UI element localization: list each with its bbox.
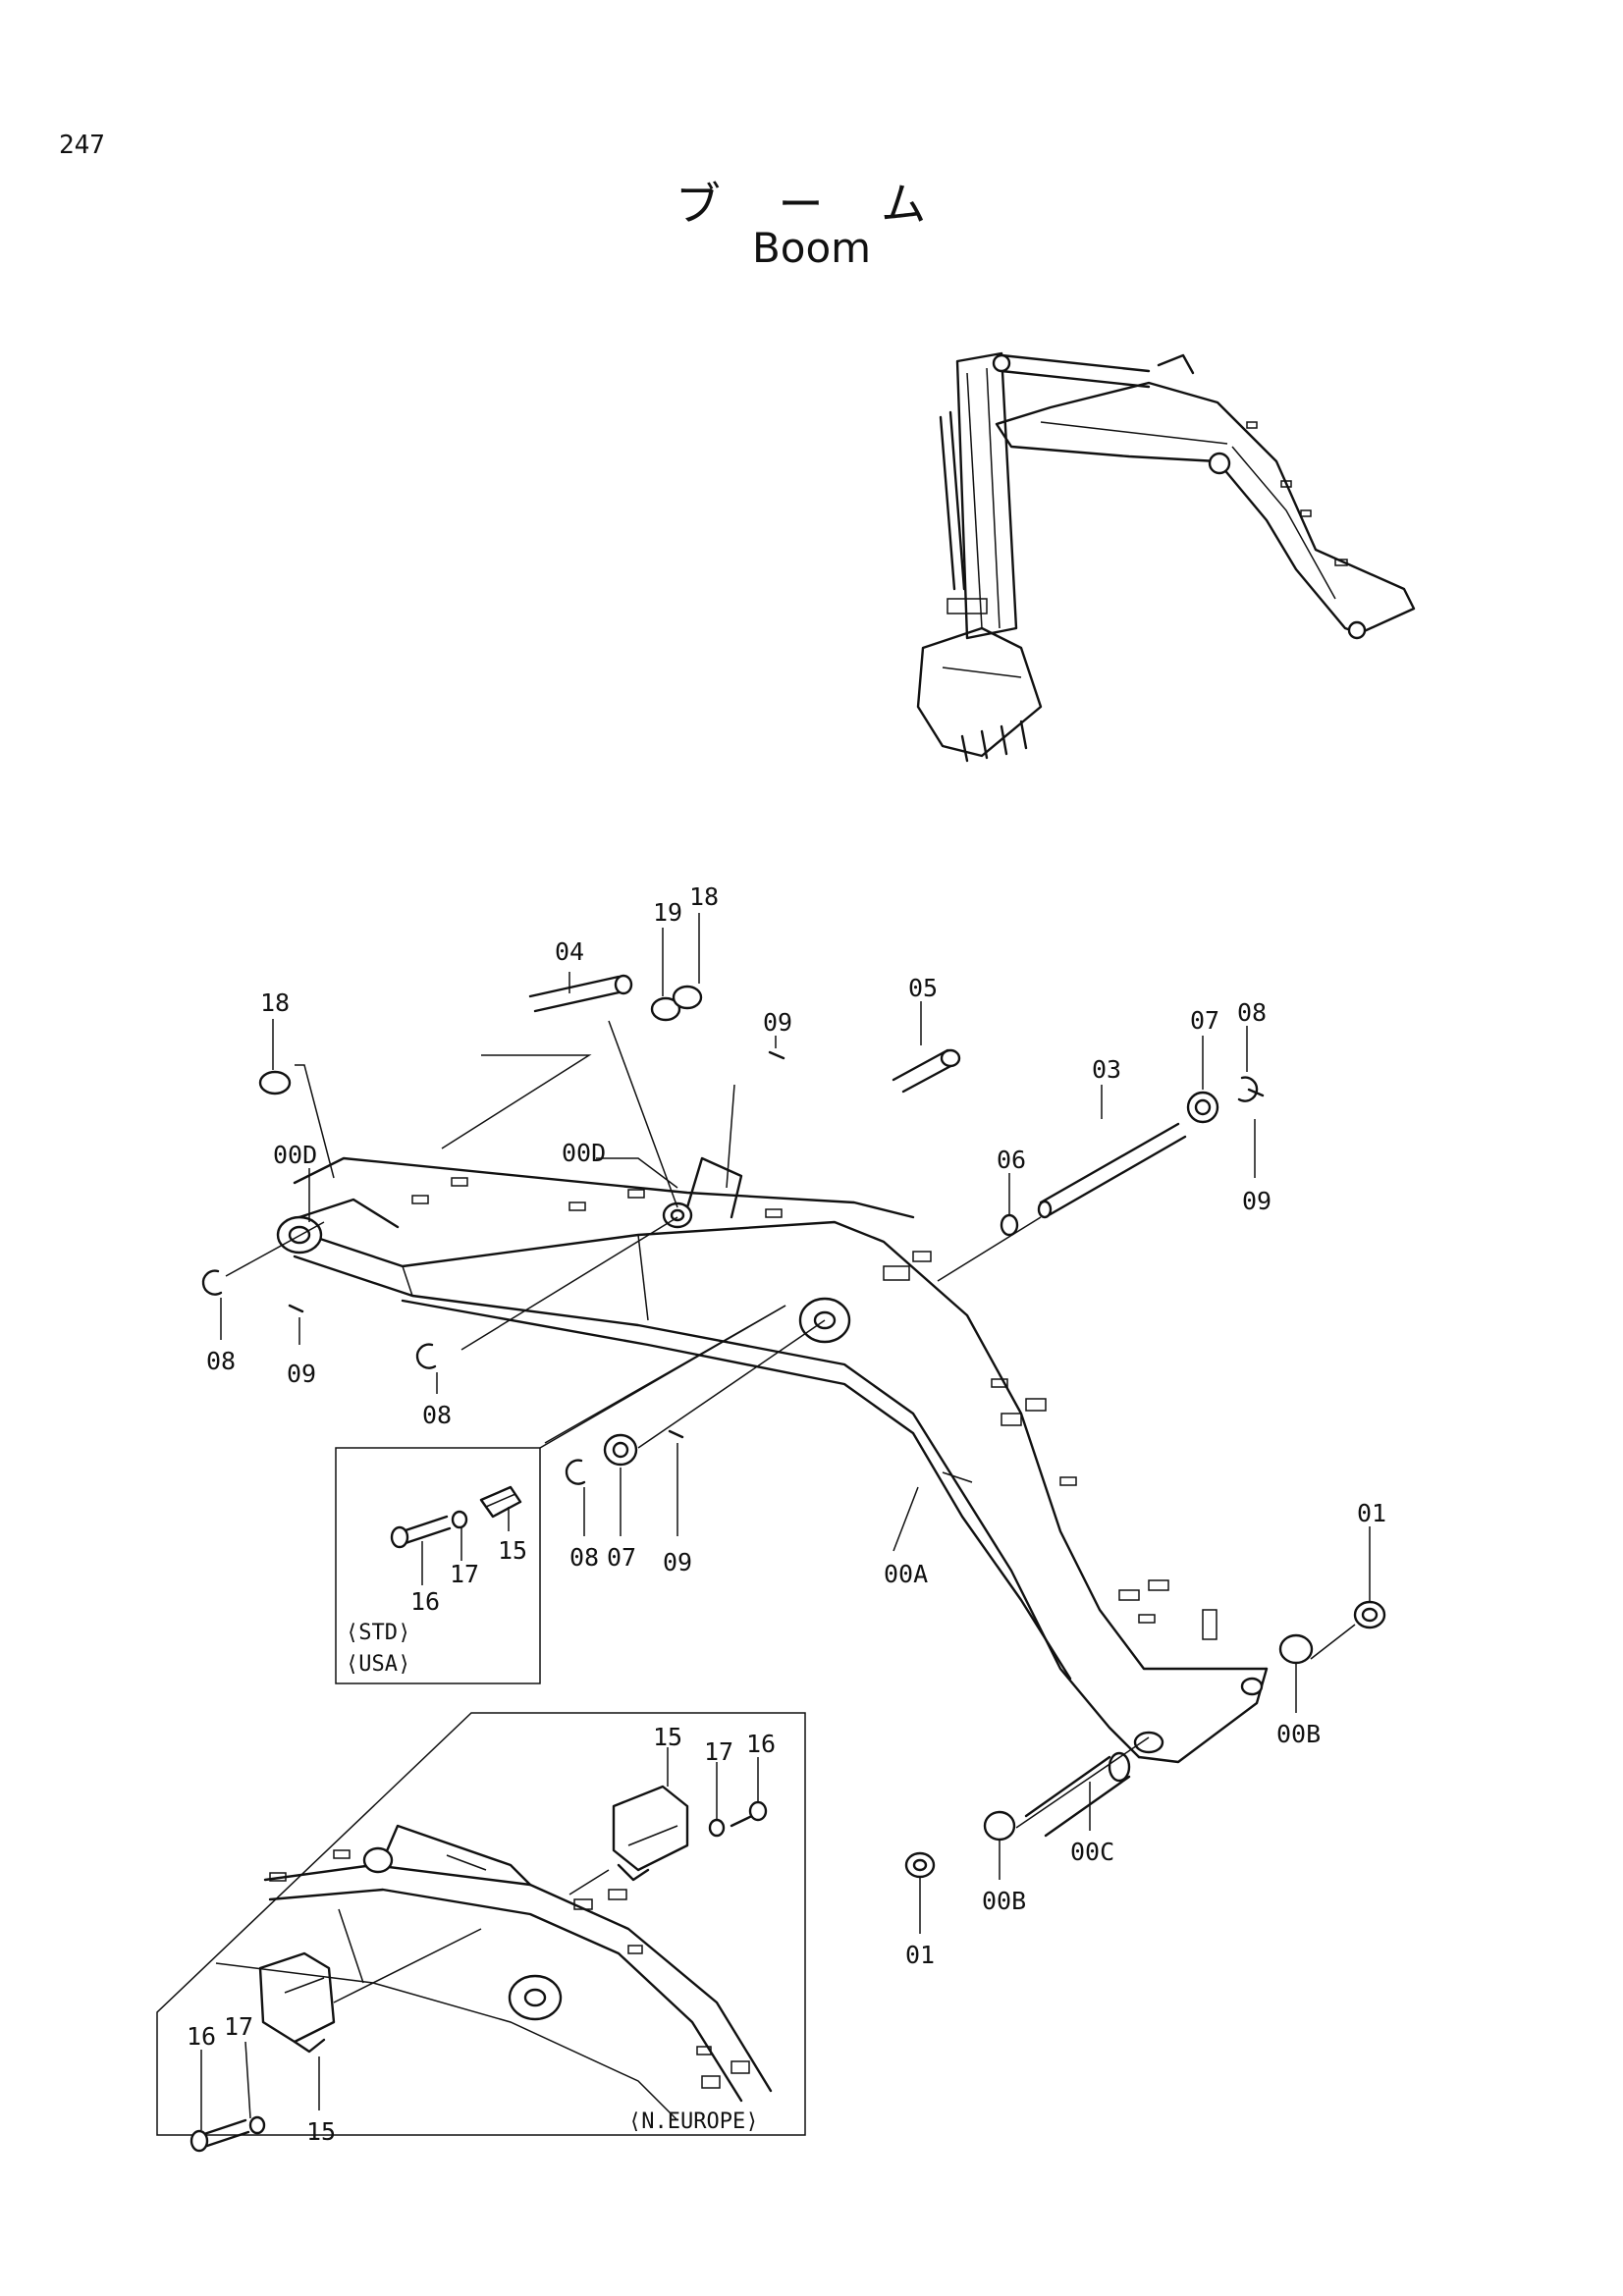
title-english: Boom xyxy=(751,224,872,272)
label-16-eu-left: 16 xyxy=(187,2022,216,2051)
label-01-right: 01 xyxy=(1357,1499,1386,1527)
label-16-eu-top: 16 xyxy=(746,1730,776,1758)
label-00d-mid: 00D xyxy=(562,1139,606,1167)
label-15-eu-top: 15 xyxy=(653,1723,682,1751)
part-labels: 19 18 04 18 05 09 07 08 03 06 09 00D 00D… xyxy=(187,882,1386,2146)
label-00b-right: 00B xyxy=(1276,1720,1321,1748)
boom-parts xyxy=(201,974,1386,1879)
label-18-left: 18 xyxy=(260,988,290,1017)
label-08-right: 08 xyxy=(1237,998,1267,1027)
label-06: 06 xyxy=(997,1146,1026,1174)
label-01-bottom: 01 xyxy=(905,1941,935,1969)
inset-n-europe xyxy=(156,1712,806,2153)
label-17-eu-top: 17 xyxy=(704,1737,733,1766)
label-00a: 00A xyxy=(884,1560,928,1588)
inset-std-usa xyxy=(335,1305,786,1684)
label-05: 05 xyxy=(908,974,938,1002)
label-09-a: 09 xyxy=(763,1008,792,1037)
label-17-std: 17 xyxy=(450,1560,479,1588)
label-09-right: 09 xyxy=(1242,1187,1271,1215)
label-00c: 00C xyxy=(1070,1838,1114,1866)
leader-lines xyxy=(220,913,1371,1934)
page-number: 247 xyxy=(59,131,105,160)
label-19: 19 xyxy=(653,898,682,927)
boom-main-drawing xyxy=(276,1156,1269,1764)
label-04: 04 xyxy=(555,937,584,966)
label-07-bottom: 07 xyxy=(607,1543,636,1572)
label-16-std: 16 xyxy=(410,1587,440,1616)
label-08-bottom: 08 xyxy=(569,1543,599,1572)
excavator-overview-illustration xyxy=(916,351,1416,763)
title-japanese: ブ ー ム xyxy=(675,178,948,231)
label-07-right: 07 xyxy=(1190,1006,1219,1035)
note-usa: ⟨USA⟩ xyxy=(346,1652,410,1677)
label-08-mid: 08 xyxy=(422,1401,452,1429)
note-std: ⟨STD⟩ xyxy=(346,1621,410,1645)
note-n-europe: ⟨N.EUROPE⟩ xyxy=(628,2109,758,2134)
label-03: 03 xyxy=(1092,1055,1121,1084)
label-18-top: 18 xyxy=(689,882,719,911)
label-00d-left: 00D xyxy=(273,1141,317,1169)
label-17-eu-left: 17 xyxy=(224,2012,253,2041)
label-09-left: 09 xyxy=(287,1360,316,1388)
label-15-std: 15 xyxy=(498,1536,527,1565)
label-09-bottom: 09 xyxy=(663,1548,692,1576)
label-08-left: 08 xyxy=(206,1347,236,1375)
label-15-eu-left: 15 xyxy=(306,2117,336,2146)
label-00b-bottom: 00B xyxy=(982,1887,1026,1915)
